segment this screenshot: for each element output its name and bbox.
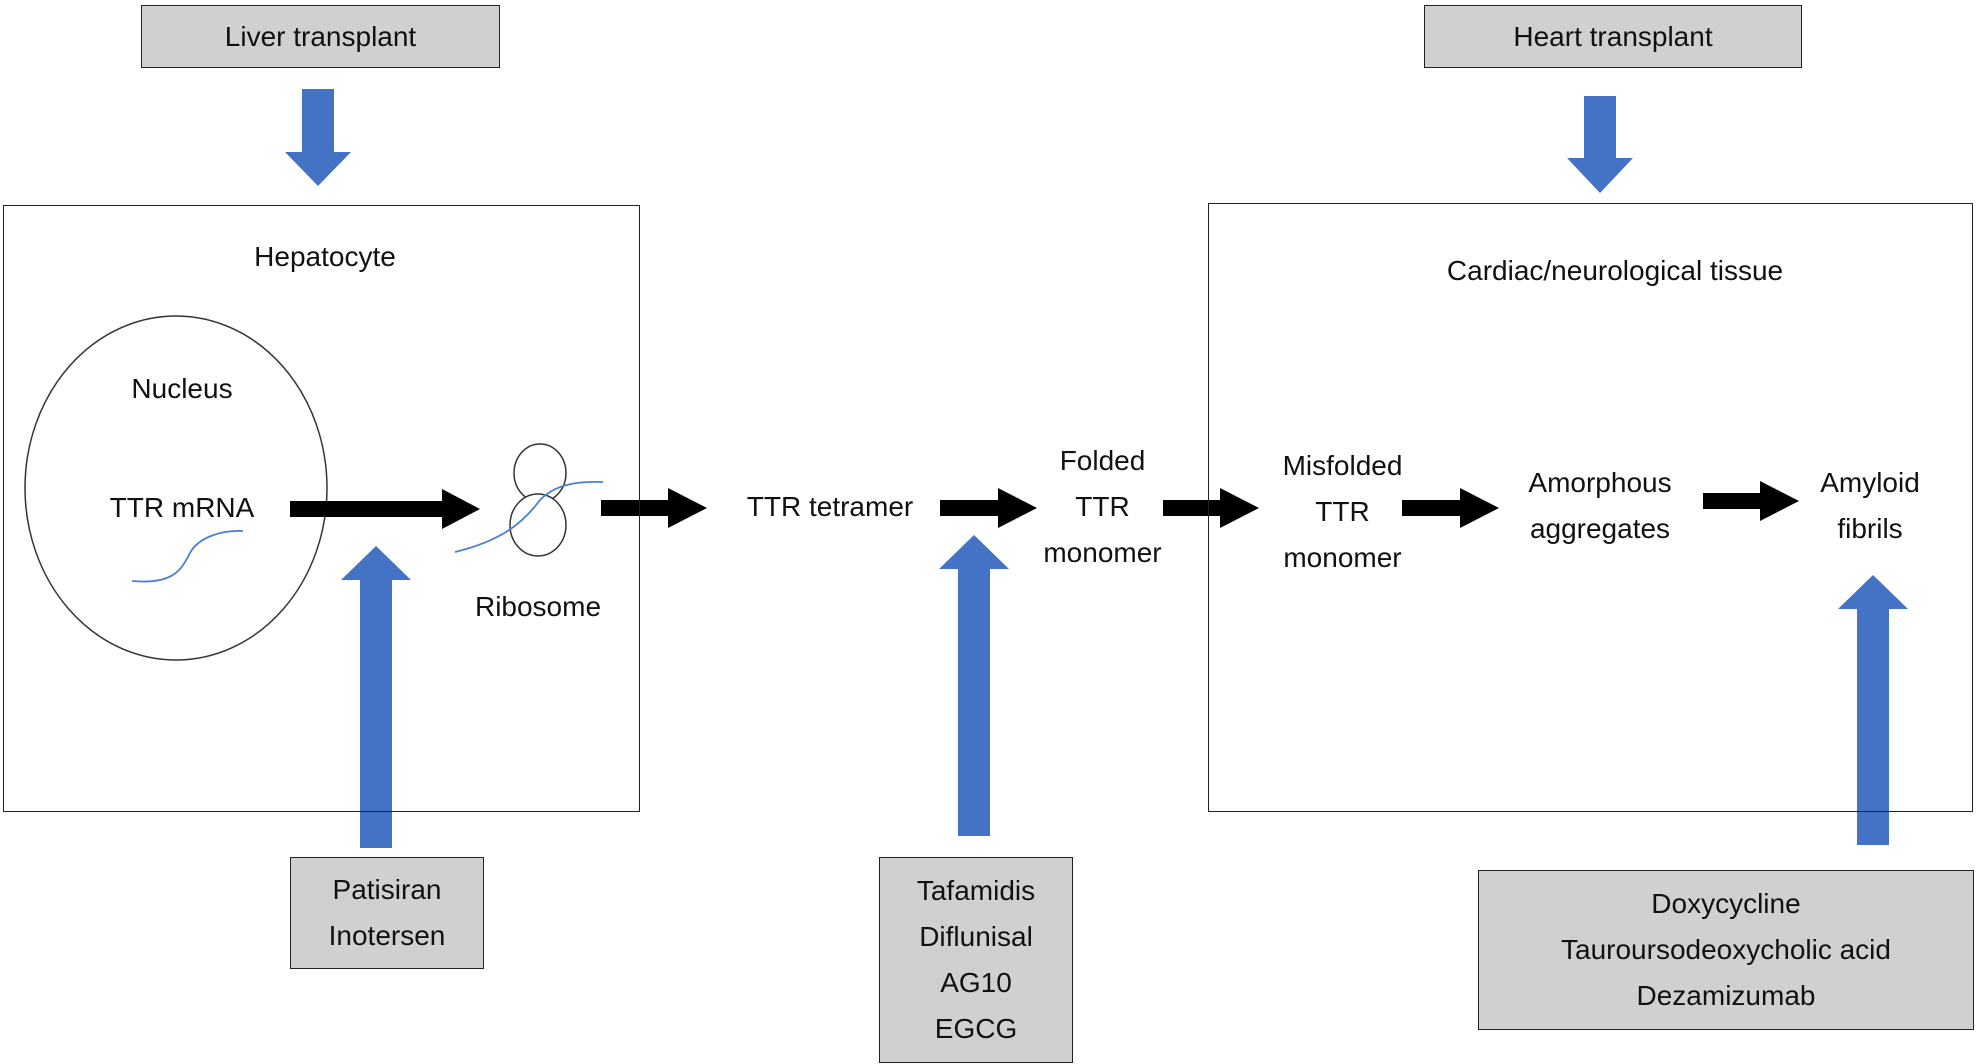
ribosome-label: Ribosome [474,591,602,622]
rna-therapy-box: Patisiran Inotersen [290,857,484,969]
liver-transplant-arrow [285,89,351,186]
drug-diflunisal: Diflunisal [919,921,1033,952]
drug-dezamizumab: Dezamizumab [1636,980,1816,1011]
stabilizer-arrow [939,535,1009,836]
arrow-aggregates-to-fibrils [1703,481,1799,521]
drug-ag10: AG10 [940,967,1012,998]
mrna-strand-icon [131,530,244,583]
tissue-region [1208,203,1973,812]
misfolded-monomer-line-3: monomer [1283,542,1402,573]
ttr-tetramer-label: TTR tetramer [746,491,914,522]
arrow-ribosome-to-tetramer [601,488,707,528]
fibril-disruptor-box: Doxycycline Tauroursodeoxycholic acid De… [1478,870,1974,1030]
drug-doxycycline: Doxycycline [1651,888,1801,919]
ribosome-mrna-strand-icon [454,480,604,553]
fibril-disruptor-arrow [1838,575,1908,845]
arrow-mrna-to-ribosome [290,489,480,529]
amyloid-fibrils-line-2: fibrils [1837,513,1903,544]
amorphous-aggregates-line-1: Amorphous [1528,467,1672,498]
drug-inotersen: Inotersen [328,920,446,951]
hepatocyte-region [3,205,640,812]
hepatocyte-title: Hepatocyte [254,241,396,272]
arrow-folded-to-misfolded [1163,488,1259,528]
nucleus-shape [24,315,328,661]
heart-transplant-arrow [1567,96,1633,193]
folded-monomer-line-3: monomer [1043,537,1162,568]
misfolded-monomer-line-1: Misfolded [1282,450,1403,481]
misfolded-monomer-label: Misfolded TTR monomer [1250,443,1435,581]
pathway-arrows [290,481,1799,529]
amyloid-fibrils-line-1: Amyloid [1820,467,1920,498]
tissue-title: Cardiac/neurological tissue [1446,255,1784,286]
amyloid-fibrils-label: Amyloid fibrils [1785,460,1955,552]
arrow-tetramer-to-folded [940,488,1037,528]
nucleus-label: Nucleus [131,373,233,404]
rna-therapy-arrow [341,546,411,848]
liver-transplant-box: Liver transplant [141,5,500,68]
folded-monomer-line-1: Folded [1059,445,1146,476]
drug-patisiran: Patisiran [332,874,442,905]
stabilizer-box: Tafamidis Diflunisal AG10 EGCG [879,857,1073,1063]
drug-tudca: Tauroursodeoxycholic acid [1561,934,1891,965]
drug-egcg: EGCG [934,1013,1018,1044]
heart-transplant-box: Heart transplant [1424,5,1802,68]
misfolded-monomer-line-2: TTR [1315,496,1370,527]
amorphous-aggregates-line-2: aggregates [1529,513,1671,544]
folded-monomer-label: Folded TTR monomer [1020,438,1185,576]
folded-monomer-line-2: TTR [1075,491,1130,522]
arrow-misfolded-to-aggregates [1402,488,1499,528]
ttr-mrna-label: TTR mRNA [109,492,255,523]
liver-transplant-label: Liver transplant [224,20,417,52]
ribosome-small-subunit-icon [509,493,567,557]
treatment-arrows [285,89,1908,848]
heart-transplant-label: Heart transplant [1513,20,1713,52]
drug-tafamidis: Tafamidis [916,875,1036,906]
amorphous-aggregates-label: Amorphous aggregates [1495,460,1705,552]
